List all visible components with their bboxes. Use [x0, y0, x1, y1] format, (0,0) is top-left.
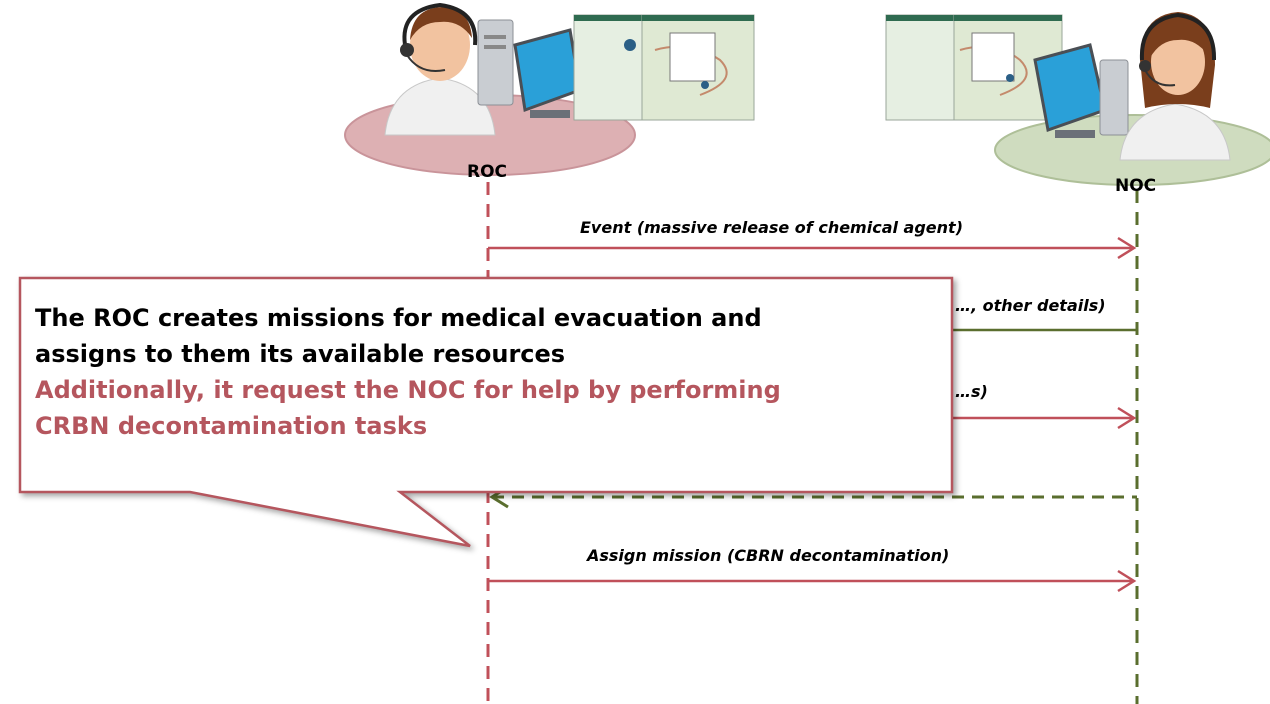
noc-label: NOC [1115, 176, 1157, 196]
callout-bubble [18, 276, 954, 548]
message-label-event: Event (massive release of chemical agent… [580, 218, 963, 237]
noc-operator-avatar [1119, 12, 1231, 161]
callout-line-1: The ROC creates missions for medical eva… [35, 304, 762, 332]
roc-operator-avatar [384, 2, 496, 136]
callout-line-4: CRBN decontamination tasks [35, 412, 428, 440]
message-arrow-event [488, 236, 1137, 260]
roc-label: ROC [467, 162, 508, 182]
message-arrow-request [940, 406, 1137, 430]
noc-computer-icon [1033, 43, 1129, 138]
callout-line-2: assigns to them its available resources [35, 340, 566, 368]
roc-map-screenshot [573, 14, 755, 121]
message-label-request: …s) [955, 382, 988, 401]
message-label-details: …, other details) [955, 296, 1106, 315]
message-arrow-assign [488, 569, 1137, 593]
callout-text: The ROC creates missions for medical eva… [35, 300, 935, 444]
callout-line-3: Additionally, it request the NOC for hel… [35, 376, 781, 404]
message-label-assign: Assign mission (CBRN decontamination) [587, 546, 950, 565]
